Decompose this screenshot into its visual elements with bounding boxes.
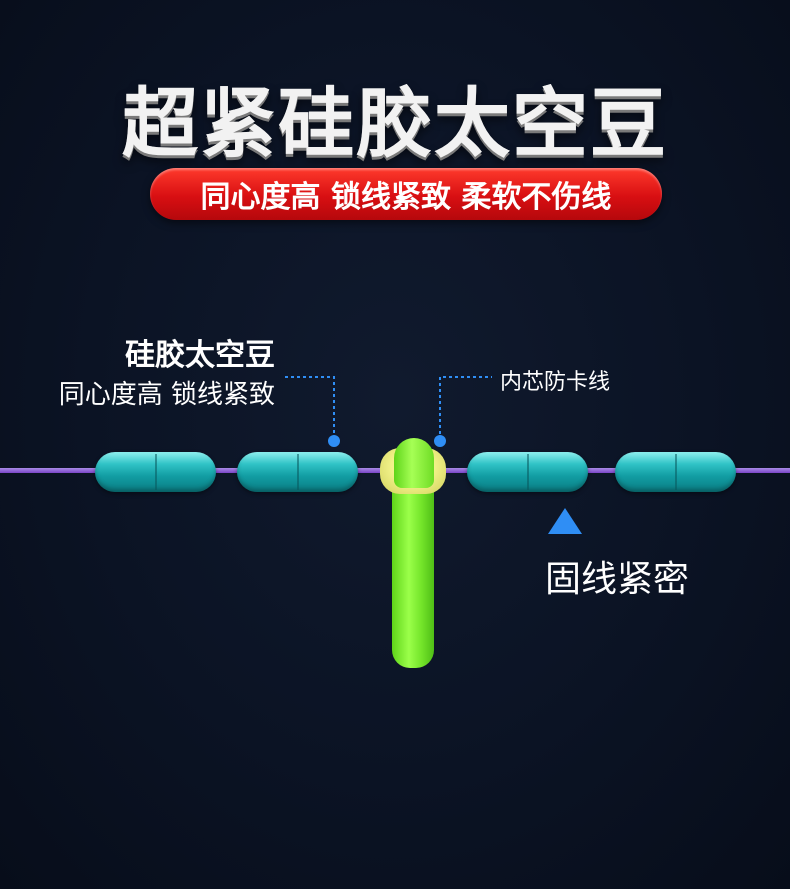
float-top bbox=[394, 438, 434, 488]
bean-callout-dot bbox=[328, 435, 340, 447]
secure-label: 固线紧密 bbox=[545, 559, 690, 600]
bean-callout-line bbox=[285, 376, 335, 440]
bean-label-title: 硅胶太空豆 bbox=[125, 338, 275, 373]
float-stem bbox=[392, 472, 434, 668]
inner-core-label: 内芯防卡线 bbox=[500, 370, 611, 395]
space-bean-3 bbox=[467, 452, 588, 492]
space-bean-1 bbox=[95, 452, 216, 492]
up-arrow-icon bbox=[548, 508, 582, 534]
space-bean-4 bbox=[615, 452, 736, 492]
core-callout-line bbox=[439, 376, 492, 440]
feature-banner: 同心度高 锁线紧致 柔软不伤线 bbox=[150, 168, 662, 220]
core-callout-dot bbox=[434, 435, 446, 447]
bean-label-subtitle: 同心度高 锁线紧致 bbox=[58, 380, 275, 410]
page-title: 超紧硅胶太空豆 bbox=[0, 62, 790, 172]
space-bean-2 bbox=[237, 452, 358, 492]
